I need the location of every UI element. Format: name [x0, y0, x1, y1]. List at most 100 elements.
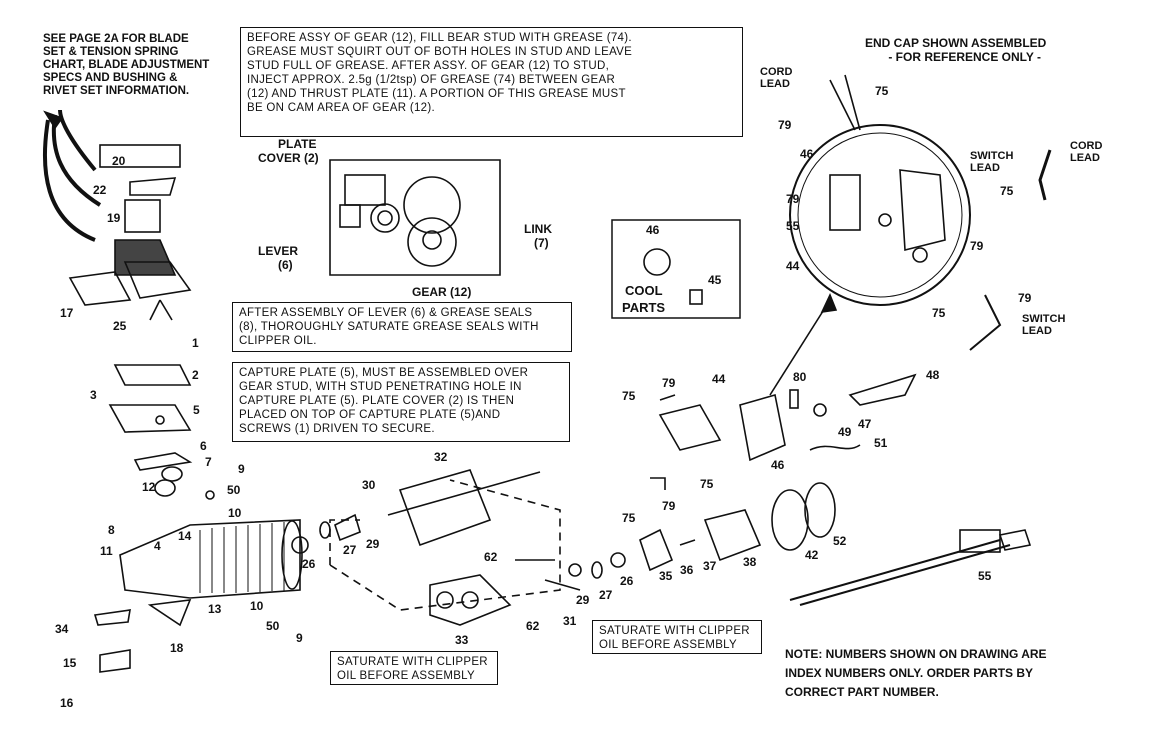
part-29a [334, 513, 361, 542]
callout-20: 20 [112, 154, 126, 168]
callout-46-cap: 46 [800, 147, 814, 161]
callout-44: 44 [712, 372, 726, 386]
ring-42 [771, 489, 809, 551]
callout-55-cap: 55 [786, 219, 800, 233]
callout-22: 22 [93, 183, 107, 197]
blade-plate [123, 261, 192, 299]
capture-plate-note: CAPTURE PLATE (5), MUST BE ASSEMBLED OVE… [232, 362, 570, 442]
part-29b [568, 563, 582, 577]
callout-49: 49 [838, 425, 852, 439]
callout-14: 14 [178, 529, 192, 543]
callout-37: 37 [703, 559, 717, 573]
callout-42: 42 [805, 548, 819, 562]
callout-7: 7 [205, 455, 212, 469]
callout-10b: 10 [250, 599, 264, 613]
callout-50b: 50 [266, 619, 280, 633]
blade-part-20 [99, 144, 181, 168]
callout-9b: 9 [296, 631, 303, 645]
callout-52: 52 [833, 534, 847, 548]
blade-part-17 [68, 271, 132, 306]
callout-27: 27 [343, 543, 357, 557]
part-34 [93, 609, 131, 626]
callout-79-switch: 79 [970, 239, 984, 253]
power-cord-55 [789, 539, 1001, 601]
callout-5: 5 [193, 403, 200, 417]
part-80 [789, 389, 799, 409]
callout-18: 18 [170, 641, 184, 655]
field-33 [429, 574, 512, 626]
tension-spring-19 [124, 199, 161, 233]
grease-seal-7 [161, 466, 183, 482]
callout-46: 46 [771, 458, 785, 472]
callout-46-cool: 46 [646, 223, 660, 237]
callout-4: 4 [154, 539, 161, 553]
callout-75-switch: 75 [1000, 184, 1014, 198]
end-cap-46 [739, 393, 786, 462]
callout-19: 19 [107, 211, 121, 225]
clipper-housing-13 [119, 519, 301, 599]
callout-75b: 75 [622, 511, 636, 525]
gear-label: GEAR (12) [412, 285, 472, 299]
callout-30: 30 [362, 478, 376, 492]
gear-12 [154, 479, 176, 497]
end-cap-note: END CAP SHOWN ASSEMBLED- FOR REFERENCE O… [865, 36, 1047, 64]
callout-80: 80 [793, 370, 807, 384]
callout-75-bottom: 75 [932, 306, 946, 320]
callout-26b: 26 [620, 574, 634, 588]
callout-75-cord: 75 [875, 84, 889, 98]
link-label: LINK(7) [524, 222, 552, 250]
callout-17: 17 [60, 306, 74, 320]
gear-grease-note: BEFORE ASSY OF GEAR (12), FILL BEAR STUD… [240, 27, 743, 137]
callout-36: 36 [680, 563, 694, 577]
end-bearing-38 [703, 509, 762, 562]
callout-3: 3 [90, 388, 97, 402]
callout-79b: 79 [662, 499, 676, 513]
callout-44-cap: 44 [786, 259, 800, 273]
callout-62b: 62 [526, 619, 540, 633]
callout-8: 8 [108, 523, 115, 537]
callout-79: 79 [662, 376, 676, 390]
plate-cover-2 [113, 364, 192, 386]
callout-75c: 75 [700, 477, 714, 491]
callout-27b: 27 [599, 588, 613, 602]
capture-plate-5 [108, 404, 192, 433]
callout-25: 25 [113, 319, 127, 333]
lever-seals-note: AFTER ASSEMBLY OF LEVER (6) & GREASE SEA… [232, 302, 572, 352]
callout-10: 10 [228, 506, 242, 520]
part-26a [291, 536, 309, 554]
callout-75: 75 [622, 389, 636, 403]
arrow-to-blade-20 [58, 109, 97, 172]
callout-79-bottom: 79 [1018, 291, 1032, 305]
callout-12: 12 [142, 480, 156, 494]
callout-31: 31 [563, 614, 577, 628]
callout-26: 26 [302, 557, 316, 571]
arrowhead-icon [43, 110, 64, 130]
callout-1: 1 [192, 336, 199, 350]
part-49 [813, 403, 827, 417]
callout-2: 2 [192, 368, 199, 382]
part-27b [591, 561, 603, 579]
armature-32 [398, 469, 492, 547]
callout-16: 16 [60, 696, 74, 710]
callout-51: 51 [874, 436, 888, 450]
part-27a [319, 521, 331, 539]
cord-51 [809, 444, 861, 451]
callout-6: 6 [200, 439, 207, 453]
callout-11: 11 [100, 544, 113, 558]
callout-35: 35 [659, 569, 673, 583]
lever-6 [133, 452, 193, 471]
callout-13: 13 [208, 602, 222, 616]
callout-15: 15 [63, 656, 77, 670]
callout-79-cord: 79 [778, 118, 792, 132]
callout-45: 45 [708, 273, 722, 287]
